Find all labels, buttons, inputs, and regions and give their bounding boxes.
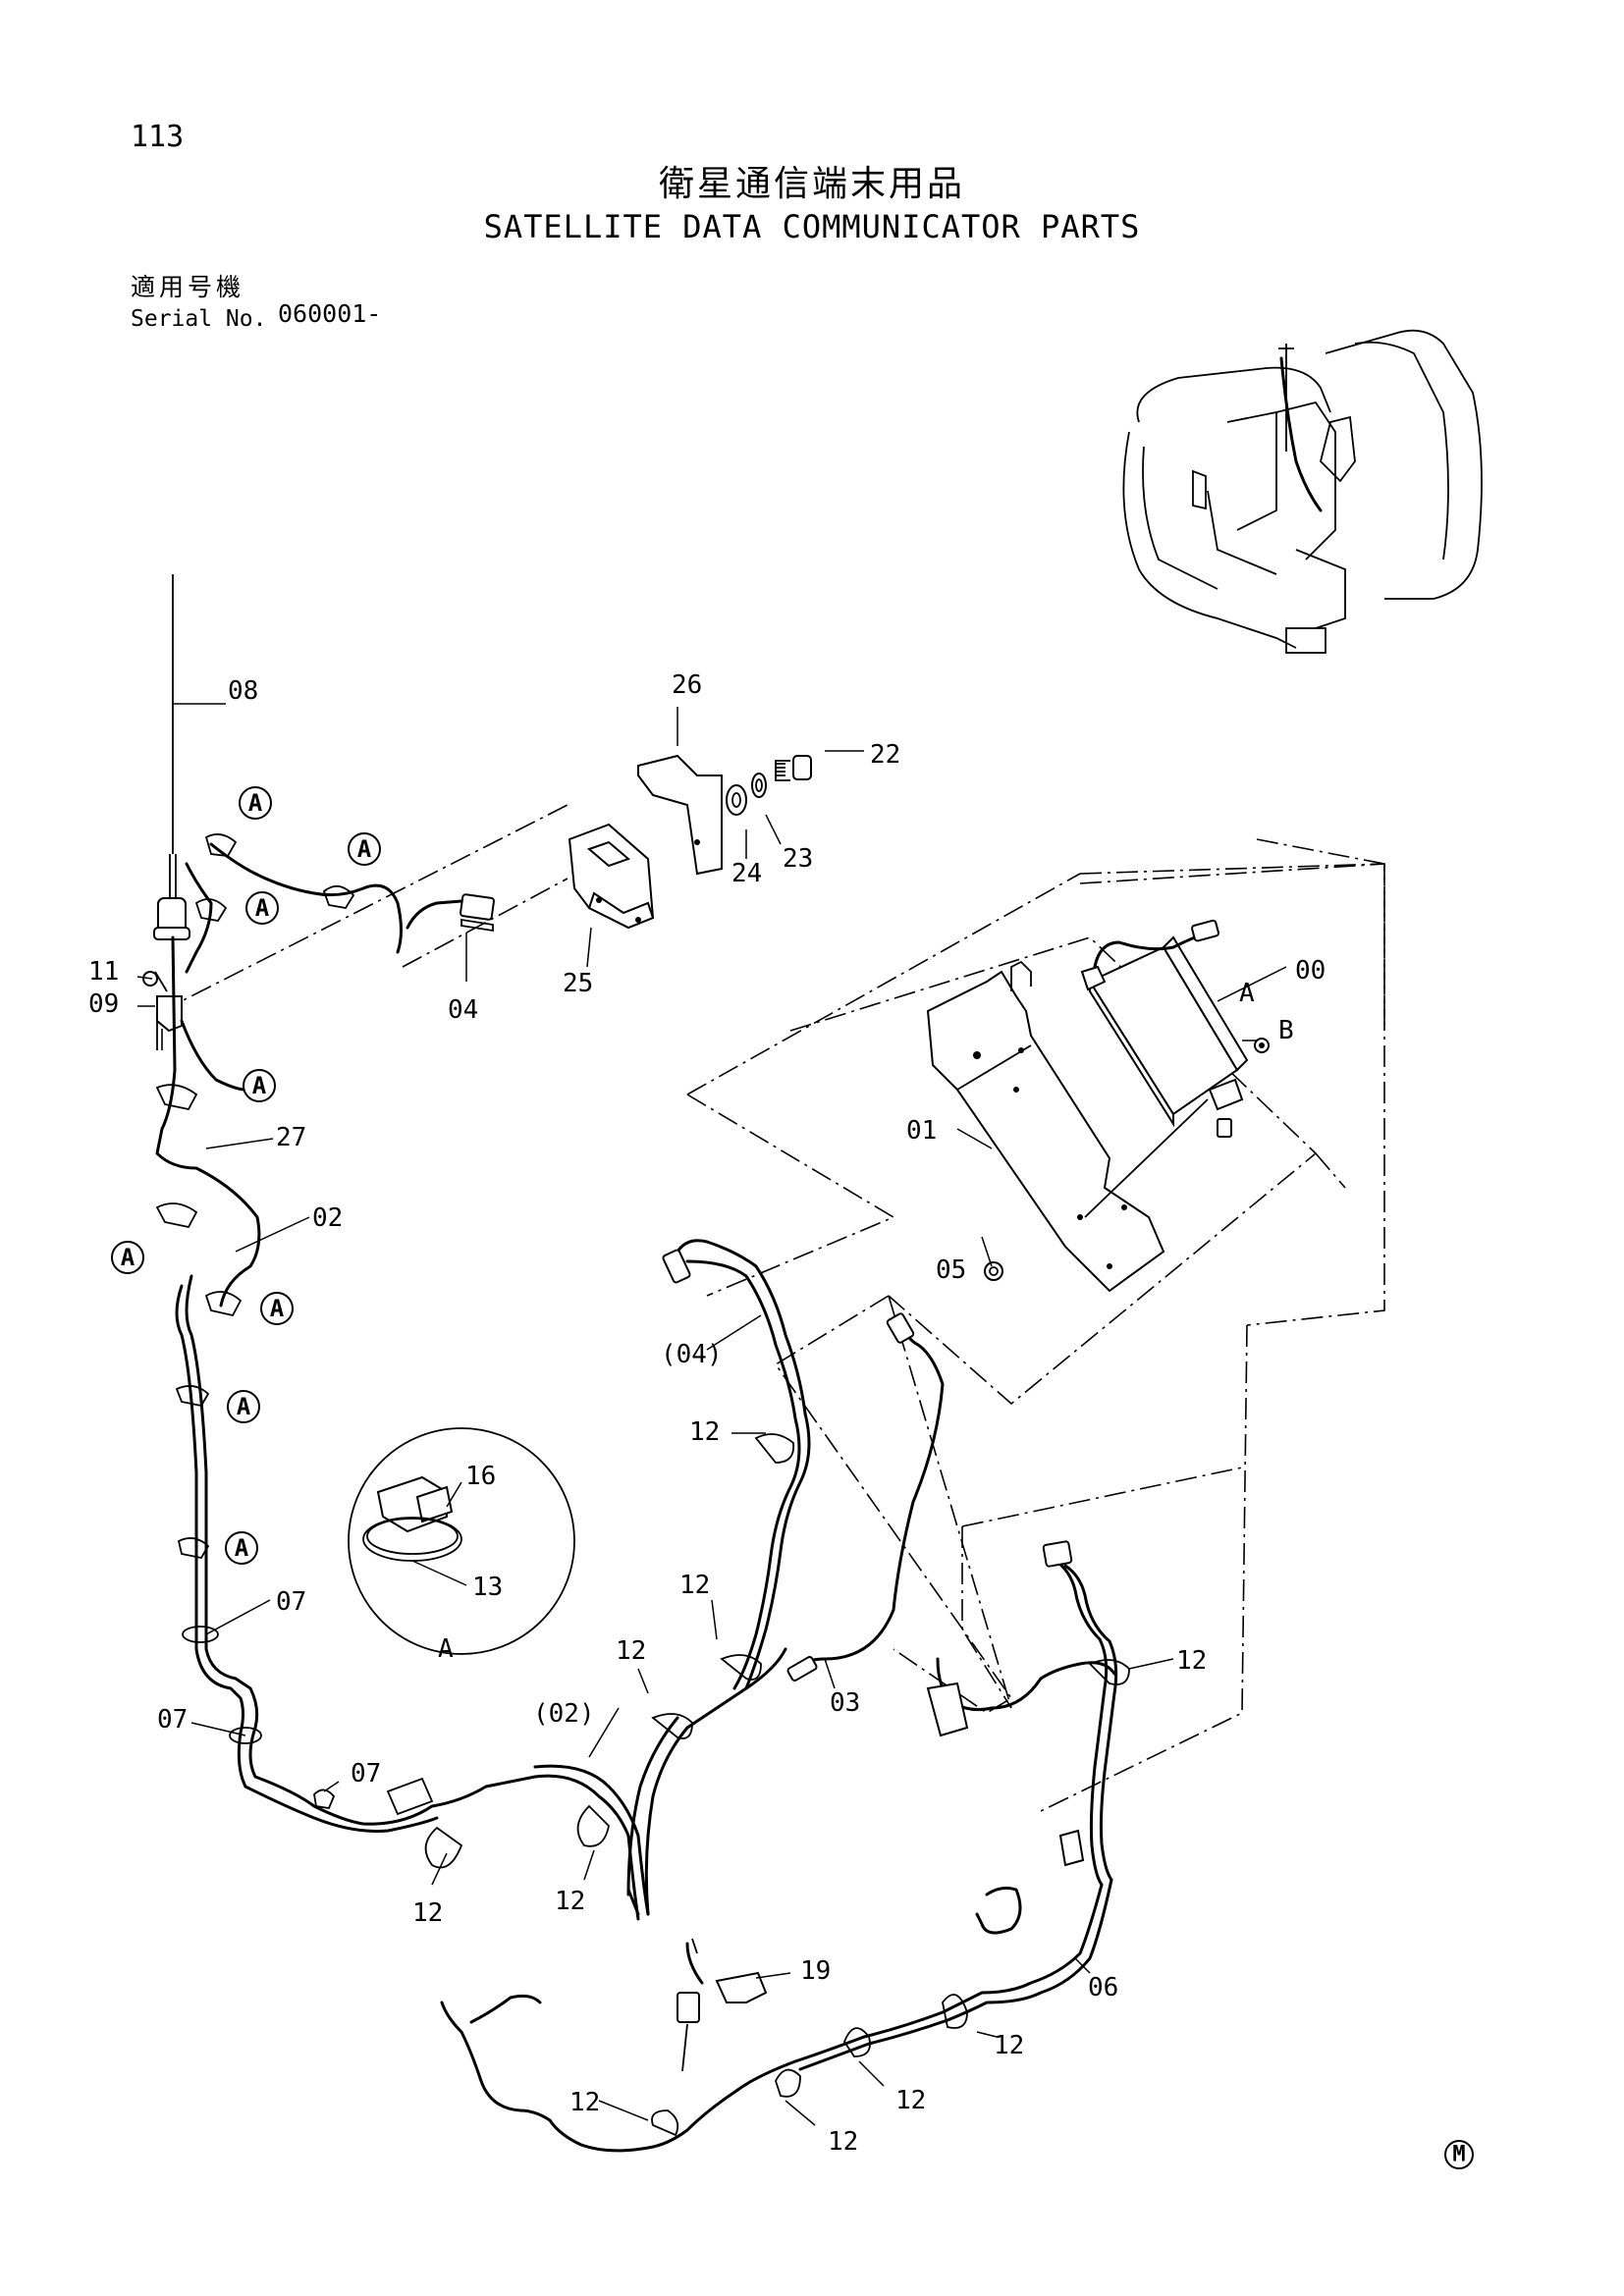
marker-a-4: A xyxy=(243,1069,276,1102)
washer-23 xyxy=(751,773,767,798)
callout-22: 22 xyxy=(870,740,900,770)
clamps xyxy=(155,833,1130,2137)
marker-a-3: A xyxy=(245,891,279,925)
callout-12-d: 12 xyxy=(1176,1646,1207,1676)
callout-07-c: 07 xyxy=(351,1759,381,1789)
page-number: 113 xyxy=(131,120,185,154)
marker-a-6: A xyxy=(260,1292,294,1325)
marker-a-2: A xyxy=(348,832,381,866)
harness-03 xyxy=(786,1312,945,1682)
antenna xyxy=(153,574,190,940)
nut-05 xyxy=(984,1261,1003,1281)
serial-label-english: Serial No. xyxy=(131,306,267,332)
cable-to-04 xyxy=(185,842,495,974)
svg-text:A: A xyxy=(255,894,270,922)
callout-04: 04 xyxy=(448,995,478,1025)
callout-12-j: 12 xyxy=(569,2088,600,2117)
callout-27: 27 xyxy=(276,1123,306,1152)
callout-03: 03 xyxy=(830,1688,860,1718)
marker-a-8: A xyxy=(225,1531,258,1565)
harness-04-run xyxy=(662,1239,811,1690)
svg-text:A: A xyxy=(237,1393,251,1420)
serial-number-value: 060001- xyxy=(278,299,382,328)
circled-markers: A A A A A A A A M xyxy=(111,786,1474,2169)
leader-lines xyxy=(136,703,1287,2126)
callout-08: 08 xyxy=(228,676,258,706)
svg-text:A: A xyxy=(235,1534,249,1562)
callout-00: 00 xyxy=(1295,956,1326,986)
footer-m-mark: M xyxy=(1444,2140,1474,2169)
page-title-english: SATELLITE DATA COMMUNICATOR PARTS xyxy=(483,208,1141,245)
callout-06: 06 xyxy=(1088,1973,1118,2002)
callout-07-b: 07 xyxy=(157,1705,188,1735)
svg-text:M: M xyxy=(1452,2143,1465,2167)
washer-24 xyxy=(726,784,747,816)
callout-13: 13 xyxy=(472,1573,503,1602)
callout-16: 16 xyxy=(465,1462,496,1491)
callout-19: 19 xyxy=(800,1956,831,1986)
svg-text:A: A xyxy=(248,789,263,817)
callout-12-f: 12 xyxy=(555,1887,585,1916)
marker-a-7: A xyxy=(227,1390,260,1423)
callout-12-i: 12 xyxy=(828,2127,858,2157)
callout-02-ref: (02) xyxy=(533,1699,595,1729)
callout-12-h: 12 xyxy=(895,2086,926,2115)
callout-23: 23 xyxy=(783,844,813,874)
callout-04-ref: (04) xyxy=(661,1340,723,1369)
communicator-unit-00 xyxy=(1080,919,1270,1138)
callout-24: 24 xyxy=(731,859,762,888)
callout-12-g: 12 xyxy=(994,2031,1024,2060)
harness-02 xyxy=(155,935,787,1921)
assembly-boundary-lines xyxy=(161,804,1385,1812)
detail-label-a: A xyxy=(438,1634,454,1664)
marker-a-1: A xyxy=(239,786,272,820)
svg-text:A: A xyxy=(252,1072,267,1099)
marker-a-unit: A xyxy=(1239,979,1255,1008)
callout-09: 09 xyxy=(88,989,119,1019)
harness-06 xyxy=(440,1540,1118,2153)
callout-12-c: 12 xyxy=(616,1636,646,1666)
callout-11: 11 xyxy=(88,957,119,987)
marker-b-unit: B xyxy=(1278,1016,1294,1045)
callout-12-a: 12 xyxy=(689,1417,720,1447)
callout-26: 26 xyxy=(672,670,702,700)
callout-07-a: 07 xyxy=(276,1587,306,1617)
marker-a-5: A xyxy=(111,1241,144,1274)
callout-25: 25 xyxy=(563,969,593,998)
bolt-22 xyxy=(775,755,812,781)
callout-01: 01 xyxy=(906,1116,937,1146)
svg-text:A: A xyxy=(270,1295,285,1322)
holder-25 xyxy=(568,823,655,930)
callout-labels: 08 26 22 24 23 25 04 11 09 00 A B 01 05 … xyxy=(88,670,1326,2157)
detail-view-a xyxy=(348,1427,575,1655)
svg-text:A: A xyxy=(357,835,372,863)
callout-02: 02 xyxy=(312,1203,343,1233)
page-title-japanese: 衛星通信端末用品 xyxy=(658,164,965,204)
mounting-plate-01 xyxy=(926,960,1209,1293)
callout-12-e: 12 xyxy=(412,1898,443,1928)
bracket-26 xyxy=(637,754,723,876)
svg-text:A: A xyxy=(121,1244,135,1271)
callout-12-b: 12 xyxy=(679,1571,710,1600)
serial-label-japanese: 適用号機 xyxy=(131,273,245,301)
machine-location-thumbnail xyxy=(1122,329,1483,654)
callout-05: 05 xyxy=(936,1255,966,1285)
